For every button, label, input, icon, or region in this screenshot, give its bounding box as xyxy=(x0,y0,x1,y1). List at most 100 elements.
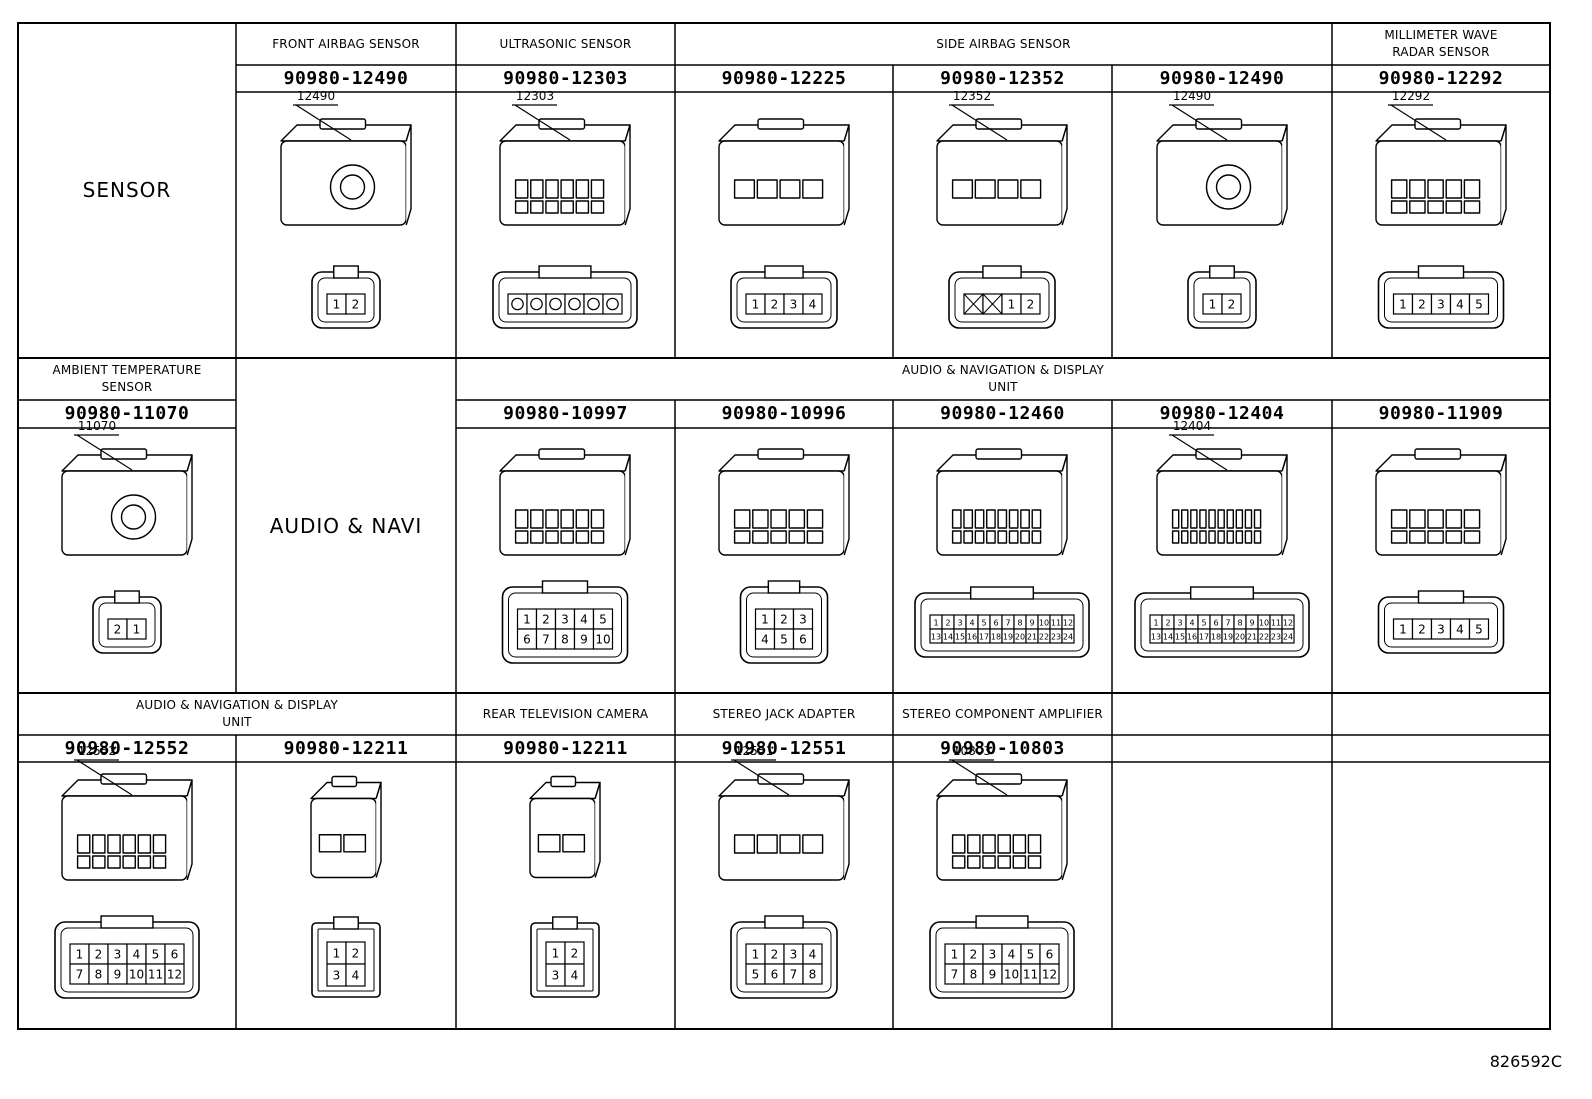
pin-number: 4 xyxy=(352,969,360,983)
pin-number: 21 xyxy=(1027,633,1037,642)
pin-number: 10 xyxy=(1259,619,1269,628)
pin-number: 1 xyxy=(523,613,531,627)
pin-number: 15 xyxy=(1175,633,1185,642)
pin-number: 2 xyxy=(352,947,360,961)
figure-id: 826592C xyxy=(1489,1052,1562,1071)
connector-3d-view xyxy=(936,773,1068,881)
connector-3d-view xyxy=(1375,118,1507,226)
part-number: 90980-12211 xyxy=(283,738,409,759)
pin-number: 13 xyxy=(931,633,941,642)
part-callout: 12552 xyxy=(74,744,133,796)
part-number: 90980-12404 xyxy=(1159,403,1285,424)
pin-number: 1 xyxy=(1153,619,1158,628)
pin-number: 11 xyxy=(1023,968,1038,982)
pin-number: 1 xyxy=(76,948,84,962)
pin-number: 3 xyxy=(790,948,798,962)
pin-number: 1 xyxy=(951,948,959,962)
part-number: 90980-12211 xyxy=(503,738,628,759)
pin-number: 12 xyxy=(1063,619,1073,628)
pin-number: 9 xyxy=(1249,619,1254,628)
pin-number: 5 xyxy=(152,948,160,962)
group-title-side-airbag-sensor: SIDE AIRBAG SENSOR xyxy=(936,37,1071,51)
callout-label: 11070 xyxy=(78,419,116,433)
part-number: 90980-11909 xyxy=(1378,403,1504,424)
pin-number: 3 xyxy=(799,613,807,627)
pin-number: 10 xyxy=(1004,968,1019,982)
pin-number: 1 xyxy=(552,947,560,961)
pin-number: 4 xyxy=(969,619,974,628)
part-callout: 12490 xyxy=(293,89,352,141)
pin-number: 3 xyxy=(1177,619,1182,628)
pin-number: 3 xyxy=(790,298,798,312)
pin-number: 19 xyxy=(1223,633,1233,642)
connector-3d-view xyxy=(61,448,193,556)
pin-number: 2 xyxy=(352,298,360,312)
connector-3d-view xyxy=(718,118,850,226)
connector-3d-view xyxy=(1375,448,1507,556)
part-callout: 11070 xyxy=(74,419,133,471)
pin-number: 10 xyxy=(1039,619,1049,628)
pin-number: 15 xyxy=(955,633,965,642)
pin-number: 2 xyxy=(571,947,579,961)
pin-number: 19 xyxy=(1003,633,1013,642)
pin-number: 5 xyxy=(981,619,986,628)
pin-number: 8 xyxy=(561,633,569,647)
connector-3d-view xyxy=(718,773,850,881)
callout-label: 10803 xyxy=(953,744,991,758)
pin-number: 1 xyxy=(1399,298,1407,312)
pin-number: 6 xyxy=(171,948,179,962)
callout-label: 12551 xyxy=(735,744,773,758)
pin-number: 10 xyxy=(129,968,144,982)
pin-number: 4 xyxy=(809,948,817,962)
pin-number: 11 xyxy=(148,968,163,982)
row-label-audio-navi: AUDIO & NAVI xyxy=(269,514,423,538)
pin-number: 12 xyxy=(1283,619,1293,628)
callout-label: 12490 xyxy=(1173,89,1211,103)
pin-number: 4 xyxy=(571,969,579,983)
part-number: 90980-12490 xyxy=(1159,68,1285,89)
pin-number: 18 xyxy=(1211,633,1221,642)
pin-number: 7 xyxy=(76,968,84,982)
pin-number: 16 xyxy=(1187,633,1197,642)
pin-number: 6 xyxy=(523,633,531,647)
pin-number: 5 xyxy=(1475,298,1483,312)
pin-number: 2 xyxy=(1418,298,1426,312)
pin-number: 7 xyxy=(790,968,798,982)
pin-number: 21 xyxy=(1247,633,1257,642)
pin-number: 9 xyxy=(1029,619,1034,628)
pin-number: 22 xyxy=(1259,633,1269,642)
connector-cell-drawing: 12303 xyxy=(492,89,638,329)
pin-number: 5 xyxy=(1475,623,1483,637)
pin-number: 2 xyxy=(1228,298,1236,312)
part-number: 90980-11070 xyxy=(64,403,190,424)
pin-number: 1 xyxy=(333,298,341,312)
pin-number: 12 xyxy=(1042,968,1057,982)
pin-number: 11 xyxy=(1051,619,1061,628)
pin-number: 3 xyxy=(333,969,341,983)
connector-3d-view xyxy=(718,448,850,556)
callout-label: 12404 xyxy=(1173,419,1211,433)
pin-number: 16 xyxy=(967,633,977,642)
group-title-stereo-component-amplifier: STEREO COMPONENT AMPLIFIER xyxy=(902,707,1103,721)
pin-number: 24 xyxy=(1283,633,1293,642)
pin-number: 2 xyxy=(1165,619,1170,628)
part-callout: 12404 xyxy=(1169,419,1228,471)
pin-number: 2 xyxy=(542,613,550,627)
part-number: 90980-12552 xyxy=(64,738,190,759)
callout-label: 12490 xyxy=(297,89,335,103)
connector-3d-view xyxy=(936,448,1068,556)
pin-number: 9 xyxy=(989,968,997,982)
pin-number: 1 xyxy=(1209,298,1217,312)
part-callout: 12303 xyxy=(512,89,571,141)
